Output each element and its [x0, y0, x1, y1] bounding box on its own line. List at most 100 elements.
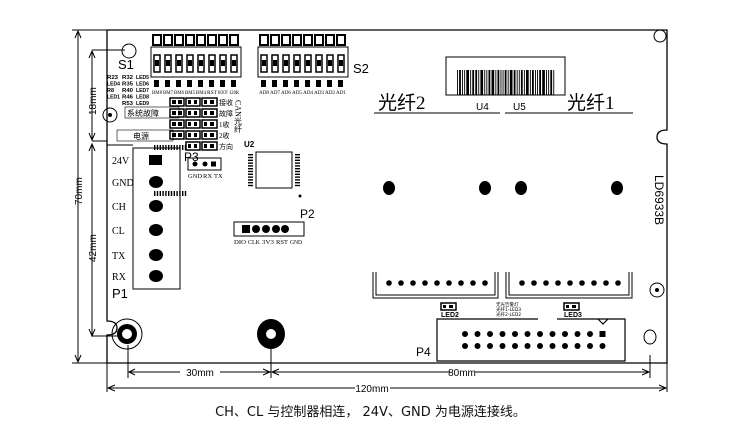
- switch-tab: [152, 34, 162, 46]
- s1-position-label: BOOT: [218, 90, 229, 96]
- led2-label: LED2: [441, 312, 459, 319]
- jumper: [185, 108, 201, 118]
- switch-pad: [316, 80, 321, 87]
- dip-switch-s1[interactable]: [150, 34, 242, 87]
- led-legend-1: 无光告警灯: [496, 301, 519, 308]
- s2-position-label: AD1: [336, 90, 346, 96]
- p4-pin: [549, 331, 556, 337]
- switch-pad: [165, 80, 170, 87]
- jumper: [201, 108, 218, 118]
- switch-tab: [292, 34, 302, 46]
- jumper: [201, 141, 218, 151]
- s1-position-label: BM8: [152, 90, 162, 96]
- s2-position-label: AD3: [314, 90, 324, 96]
- switch-pad: [338, 80, 343, 87]
- s2-position-label: AD6: [281, 90, 291, 96]
- header-pin: [410, 280, 416, 286]
- switch-tab: [218, 34, 228, 46]
- board-outline: [106, 29, 668, 364]
- header-pin: [591, 280, 597, 286]
- p4-connector: [436, 318, 626, 362]
- switch-pad: [327, 80, 332, 87]
- switch-lever: [326, 54, 334, 73]
- barcode-graphic: [457, 70, 555, 95]
- p1-pin-label: GND: [112, 178, 134, 189]
- u4-label: U4: [476, 102, 489, 113]
- p4-pin: [499, 343, 506, 349]
- p4-pin: [512, 331, 518, 337]
- p3-pin-gnd: GND: [188, 173, 202, 180]
- p4-pin: [487, 331, 493, 337]
- switch-pad: [231, 80, 236, 87]
- s1-position-label: BM5: [185, 90, 195, 96]
- dim-80mm-label: 80mm: [448, 368, 476, 379]
- p4-pin: [474, 343, 481, 349]
- dimension-42mm: [88, 142, 120, 338]
- dim-18mm-label: 18mm: [88, 87, 99, 115]
- jumper: [201, 119, 218, 129]
- p2-pin-label: DIO: [234, 240, 247, 246]
- header-pin: [446, 280, 452, 286]
- u2-label: U2: [244, 140, 255, 149]
- switch-lever: [271, 54, 279, 73]
- s1-position-label: BM4: [196, 90, 206, 96]
- led-legend-2: 光纤1-LED3: [496, 306, 521, 313]
- switch-tab: [270, 34, 280, 46]
- switch-pad: [305, 80, 310, 87]
- p1-connector: [132, 147, 181, 290]
- switch-pad: [198, 80, 203, 87]
- mount-hole-top-right: [653, 29, 667, 43]
- switch-pad: [209, 80, 214, 87]
- switch-lever: [304, 54, 312, 73]
- p1-pin-label: 24V: [112, 156, 130, 167]
- caption: CH、CL 与控制器相连， 24V、GND 为电源连接线。: [215, 405, 526, 420]
- p4-pin: [524, 331, 531, 337]
- switch-tab: [185, 34, 195, 46]
- p1-pin: [149, 270, 163, 282]
- s2-position-label: AD4: [303, 90, 313, 96]
- switch-pad: [272, 80, 277, 87]
- p3-label: P3: [184, 150, 199, 164]
- s1-position-label: BM7: [163, 90, 173, 96]
- dim-42mm-label: 42mm: [88, 234, 99, 262]
- switch-lever: [230, 54, 238, 73]
- switch-pad: [154, 80, 159, 87]
- s1-position-label: 120R: [229, 90, 239, 96]
- header-pin: [603, 280, 609, 286]
- header-pin: [567, 280, 573, 286]
- s2-label: S2: [353, 61, 369, 76]
- jumper: [169, 97, 185, 107]
- jumper-row-label: 2收: [219, 131, 230, 140]
- mount-hole-bottom-left: [111, 318, 143, 350]
- s2-position-label: AD5: [292, 90, 302, 96]
- fault-indicator-hole: [102, 107, 118, 123]
- switch-pad: [283, 80, 288, 87]
- p4-pin: [562, 331, 568, 337]
- led-ref-label: LED1: [107, 95, 120, 101]
- pcb-diagram: 70mm 18mm 42mm 30mm 80mm 120mm S1 S2 BM8…: [72, 29, 668, 395]
- p4-pin: [462, 343, 468, 349]
- header-pin: [398, 280, 404, 286]
- led3-label: LED3: [564, 312, 582, 319]
- led-ref-label: LED9: [136, 101, 149, 107]
- right-indicator-hole: [649, 282, 665, 298]
- jumper: [185, 119, 201, 129]
- p4-pin: [524, 343, 531, 349]
- p2-pin-label: 3V3: [262, 240, 274, 246]
- dip-switch-s2[interactable]: [257, 34, 349, 87]
- p1-pin: [149, 249, 163, 261]
- mount-hole-bottom-right: [643, 329, 657, 345]
- led-ref-label: R35: [122, 82, 133, 88]
- switch-lever: [208, 54, 216, 73]
- switch-tab: [229, 34, 239, 46]
- fiber-header: [372, 272, 499, 299]
- led-ref-label: LED6: [136, 82, 149, 88]
- header-pin: [543, 280, 549, 286]
- p4-pin: [549, 343, 556, 349]
- s2-position-label: AD8: [259, 90, 269, 96]
- led-ref-label: R53: [122, 101, 133, 107]
- p4-pin: [487, 343, 493, 349]
- switch-pad: [187, 80, 192, 87]
- header-pin: [458, 280, 464, 286]
- switch-pad: [261, 80, 266, 87]
